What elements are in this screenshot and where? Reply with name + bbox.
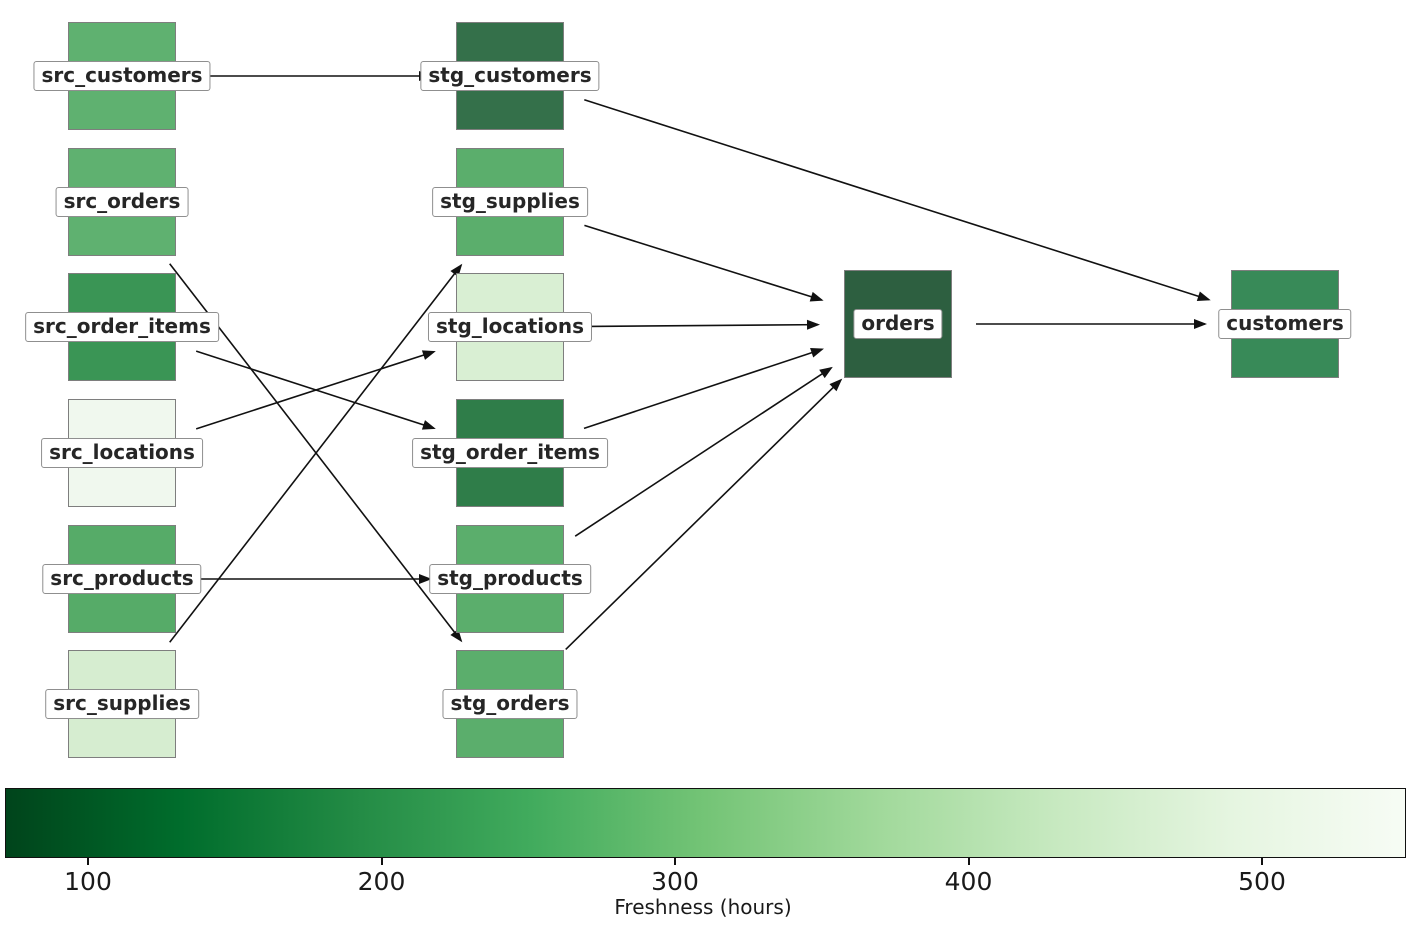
node-label-stg_supplies: stg_supplies (432, 187, 588, 217)
edge-src_customers-to-stg_customers (200, 71, 432, 81)
node-label-stg_locations: stg_locations (427, 312, 593, 342)
node-label-orders: orders (853, 309, 943, 339)
node-label-customers: customers (1218, 309, 1352, 339)
node-label-src_orders: src_orders (55, 187, 189, 217)
colorbar-gradient (4, 788, 1406, 858)
colorbar-tick-mark (380, 858, 383, 865)
edge-stg_order_items-to-orders (583, 347, 824, 430)
edge-stg_locations-to-orders (587, 319, 821, 330)
colorbar-tick-mark (87, 858, 89, 865)
node-label-stg_products: stg_products (429, 564, 591, 594)
colorbar-tick-label: 100 (64, 867, 112, 896)
arrowhead-icon (419, 574, 432, 584)
edge-stg_customers-to-customers (584, 99, 1211, 302)
colorbar-tick-label: 200 (357, 867, 406, 896)
edge-src_locations-to-stg_locations (195, 350, 436, 430)
arrowhead-icon (809, 291, 824, 302)
edge-stg_orders-to-orders (565, 378, 843, 650)
arrowhead-icon (450, 628, 463, 643)
edge-stg_supplies-to-orders (584, 224, 824, 302)
arrowhead-icon (421, 350, 436, 360)
arrowhead-icon (421, 420, 436, 430)
node-label-src_order_items: src_order_items (25, 312, 219, 342)
node-label-src_customers: src_customers (33, 61, 211, 91)
node-label-src_supplies: src_supplies (45, 689, 199, 719)
arrowhead-icon (1194, 319, 1207, 329)
colorbar-tick-label: 300 (651, 867, 699, 896)
colorbar-axis-label: Freshness (hours) (614, 895, 792, 919)
arrowhead-icon (810, 347, 824, 358)
node-label-stg_order_items: stg_order_items (412, 438, 608, 468)
edge-orders-to-customers (976, 319, 1207, 329)
arrowhead-icon (819, 366, 833, 379)
colorbar-tick-label: 400 (944, 867, 993, 896)
arrowhead-icon (1196, 291, 1211, 302)
node-label-stg_orders: stg_orders (442, 689, 578, 719)
edge-stg_products-to-orders (574, 366, 833, 537)
arrowhead-icon (450, 263, 463, 278)
node-label-src_locations: src_locations (41, 438, 203, 468)
edge-src_products-to-stg_products (200, 574, 432, 584)
edge-src_supplies-to-stg_supplies (169, 263, 463, 643)
colorbar-tick-mark (1261, 858, 1263, 865)
arrowhead-icon (829, 378, 843, 392)
arrowhead-icon (806, 319, 821, 330)
node-label-stg_customers: stg_customers (420, 61, 600, 91)
node-label-src_products: src_products (42, 564, 202, 594)
colorbar-tick-mark (674, 858, 676, 865)
colorbar-tick-label: 500 (1238, 867, 1286, 896)
colorbar-tick-mark (967, 858, 970, 865)
